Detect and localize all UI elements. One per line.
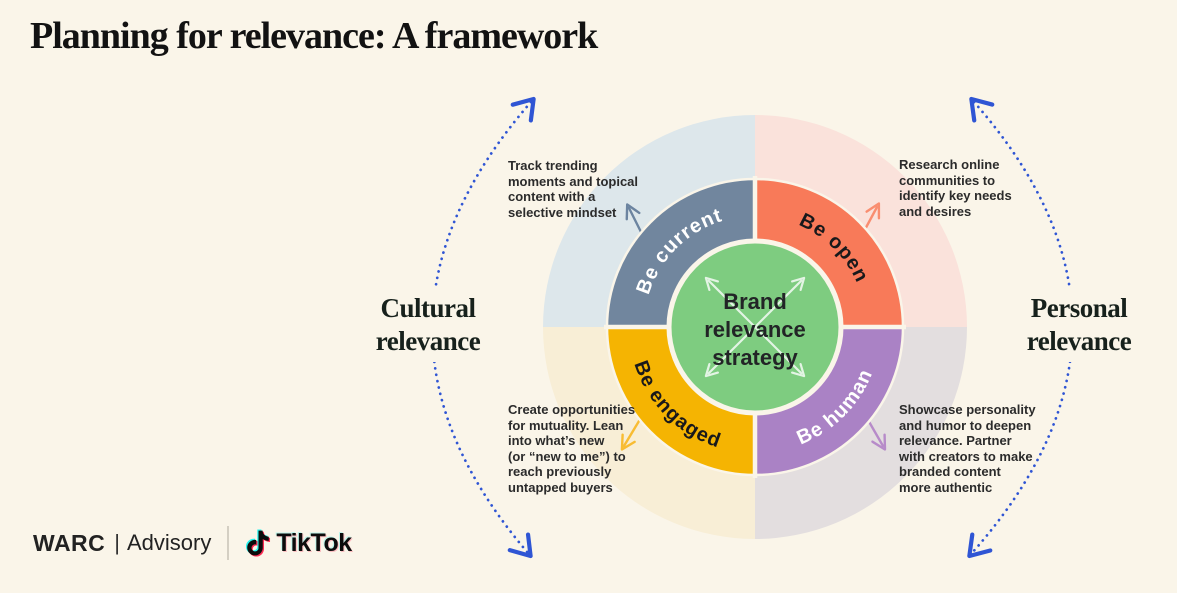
footer-logos: WARC | Advisory TikTok <box>33 524 352 562</box>
footer-divider <box>227 526 230 560</box>
annotation-be-human: Showcase personality and humor to deepen… <box>899 402 1036 495</box>
tiktok-logo: TikTok <box>243 527 352 559</box>
warc-advisory-pipe: | <box>114 530 120 555</box>
center-label: Brand relevance strategy <box>704 289 806 370</box>
svg-text:relevance: relevance <box>704 317 806 342</box>
svg-text:Brand: Brand <box>723 289 787 314</box>
ring-segment-be-current <box>607 179 755 327</box>
cultural-relevance-label: Cultural relevance <box>366 288 490 362</box>
annotation-be-current: Track trending moments and topical conte… <box>508 158 639 220</box>
center-cross-arrows <box>704 276 806 378</box>
tiktok-note-icon <box>246 529 271 557</box>
warc-logo: WARC <box>33 529 106 556</box>
advisory-label: Advisory <box>127 530 212 555</box>
annotation-be-engaged: Create opportunities for mutuality. Lean… <box>508 402 636 495</box>
cultural-relevance-dotted-arc <box>430 96 536 559</box>
personal-relevance-label: Personal relevance <box>1017 288 1141 362</box>
svg-text:strategy: strategy <box>712 345 798 370</box>
annotation-be-open: Research online communities to identify … <box>899 157 1012 219</box>
ring-dividers <box>604 176 906 478</box>
ring-segment-be-open <box>755 179 903 327</box>
ring-segment-be-engaged <box>607 327 755 475</box>
personal-relevance-dotted-arc <box>967 96 1074 559</box>
page-title: Planning for relevance: A framework <box>30 15 598 57</box>
ring-segment-be-human <box>755 327 903 475</box>
tiktok-wordmark: TikTok <box>276 528 352 557</box>
